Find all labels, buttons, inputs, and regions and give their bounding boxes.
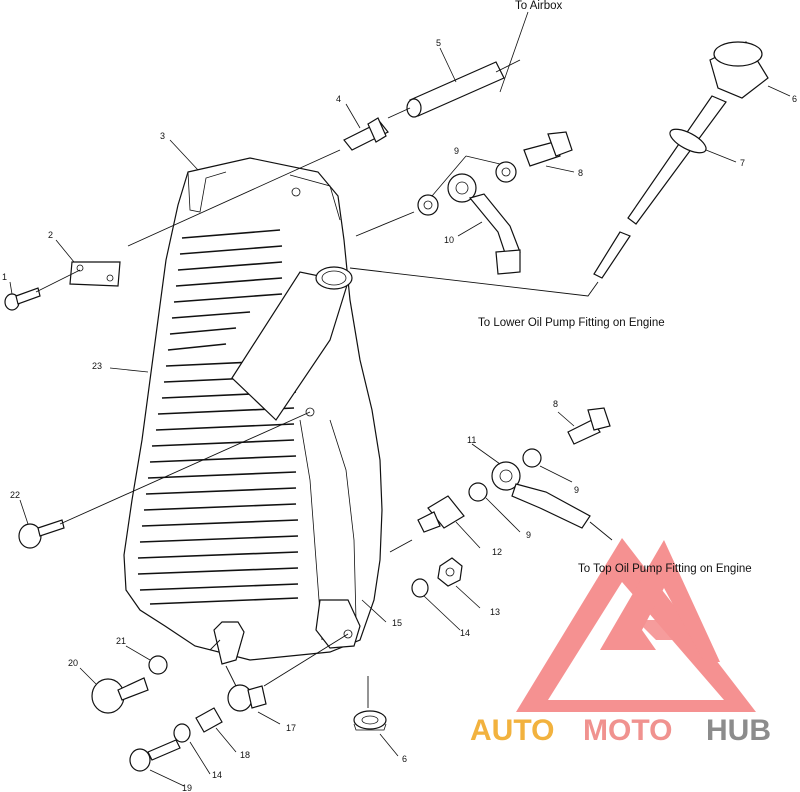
leader-lines xyxy=(35,59,613,708)
mount-bolt-22 xyxy=(18,519,65,549)
hex-nut xyxy=(437,557,463,587)
bracket-plate xyxy=(69,261,121,287)
callout-20: 20 xyxy=(68,658,78,668)
callout-10: 10 xyxy=(444,235,454,245)
watermark-logo: AUTO MOTO HUB xyxy=(470,714,771,747)
callout-18: 18 xyxy=(240,750,250,760)
dipstick-cap xyxy=(593,41,769,279)
callout-8a: 8 xyxy=(578,168,583,178)
callout-19: 19 xyxy=(182,783,192,792)
to-airbox-note: To Airbox xyxy=(515,0,563,12)
vent-fitting xyxy=(343,117,389,151)
oil-tank xyxy=(123,157,383,665)
callout-2: 2 xyxy=(48,230,53,240)
upper-washers xyxy=(417,161,517,216)
watermark-triangle-icon xyxy=(516,538,756,712)
callout-7: 7 xyxy=(740,158,745,168)
callout-3: 3 xyxy=(160,131,165,141)
to-lower-pump-note: To Lower Oil Pump Fitting on Engine xyxy=(478,317,665,329)
drain-plug xyxy=(91,677,149,714)
callout-5: 5 xyxy=(436,38,441,48)
lower-washer-a xyxy=(522,448,542,468)
spacer-18 xyxy=(195,707,223,733)
callout-14b: 14 xyxy=(212,770,222,780)
callout-12: 12 xyxy=(492,547,502,557)
callout-9c: 9 xyxy=(526,530,531,540)
lower-banjo-bolt xyxy=(567,407,611,445)
to-top-pump-note: To Top Oil Pump Fitting on Engine xyxy=(578,563,752,575)
nut-washer xyxy=(411,578,429,598)
callout-13: 13 xyxy=(490,607,500,617)
logo-moto: MOTO xyxy=(583,714,672,747)
upper-banjo-fitting xyxy=(447,173,521,275)
lower-banjo-fitting xyxy=(491,461,591,529)
callout-leaders xyxy=(9,11,791,787)
vent-hose xyxy=(406,61,505,118)
callout-6a: 6 xyxy=(792,94,797,104)
drain-washer xyxy=(148,655,168,675)
callout-numbers: 1 2 3 4 5 6 7 8 9 10 23 8 11 9 22 9 12 1… xyxy=(2,38,797,792)
callout-15: 15 xyxy=(392,618,402,628)
callout-9a: 9 xyxy=(454,146,459,156)
oil-level-sensor xyxy=(417,495,465,533)
mount-bolt-19 xyxy=(129,739,181,772)
bolt-washer-14 xyxy=(173,723,191,743)
o-ring xyxy=(669,128,707,154)
upper-banjo-bolt xyxy=(523,131,573,167)
logo-hub: HUB xyxy=(706,714,771,747)
grommet-17 xyxy=(227,684,267,712)
callout-11: 11 xyxy=(467,435,476,445)
logo-auto: AUTO xyxy=(470,714,554,747)
tank-screw xyxy=(4,287,41,311)
callout-1: 1 xyxy=(2,272,7,282)
callout-8b: 8 xyxy=(553,399,558,409)
callout-14a: 14 xyxy=(460,628,470,638)
lower-washer-b xyxy=(468,482,488,502)
callout-9b: 9 xyxy=(574,485,579,495)
callout-22: 22 xyxy=(10,490,20,500)
callout-21: 21 xyxy=(116,636,126,646)
callout-23: 23 xyxy=(92,361,102,371)
callout-4: 4 xyxy=(336,94,341,104)
grommet-6 xyxy=(353,710,387,731)
annotations: To Airbox To Lower Oil Pump Fitting on E… xyxy=(478,0,752,575)
callout-6b: 6 xyxy=(402,754,407,764)
callout-17: 17 xyxy=(286,723,296,733)
